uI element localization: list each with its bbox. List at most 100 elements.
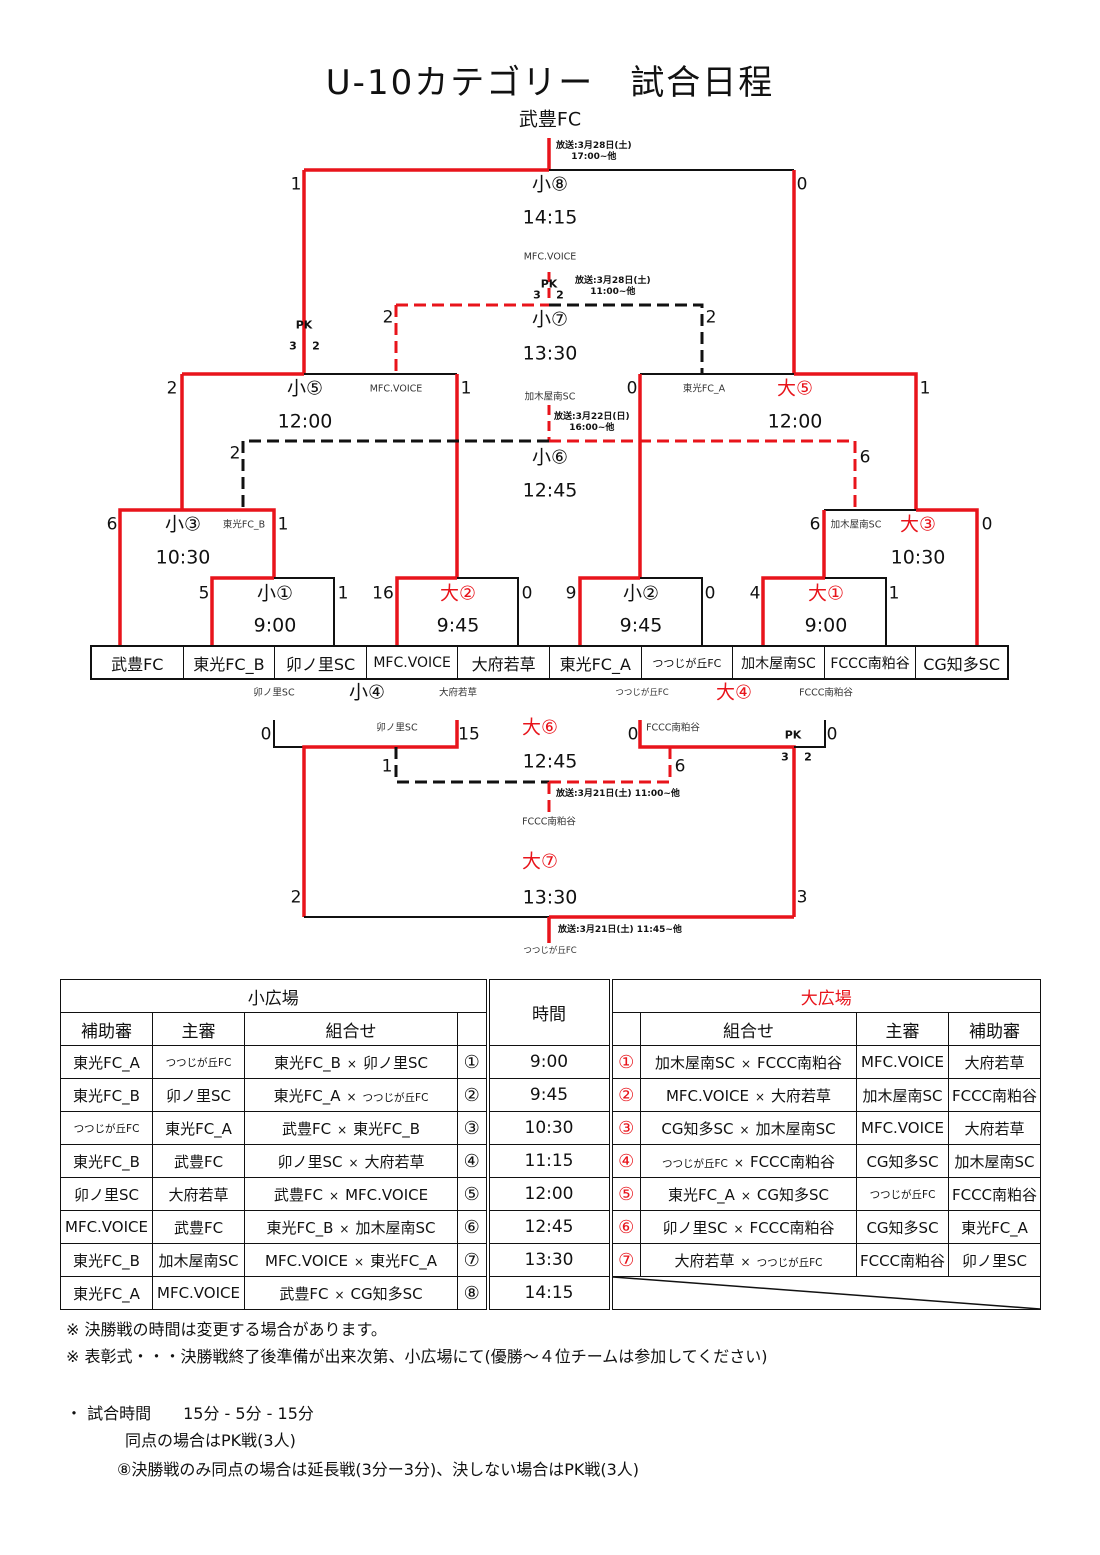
s6-time: 12:45 — [522, 479, 578, 502]
l3-score-right: 0 — [981, 514, 993, 535]
team-b: 加木屋南SC — [355, 1218, 436, 1237]
l2-match-label: 大② — [439, 582, 477, 605]
referee-cell: CG知多SC — [856, 1210, 949, 1244]
s4-team-left: 卯ノ里SC — [253, 687, 295, 699]
s8-time: 14:15 — [522, 206, 578, 229]
team-cell: 大府若草 — [458, 647, 550, 678]
l1-match-label: 大① — [807, 582, 845, 605]
team-b: 大府若草 — [771, 1086, 832, 1105]
vs-mark: × — [740, 1254, 751, 1269]
l4-pk-left: 3 — [781, 750, 789, 764]
referee-cell: 加木屋南SC — [152, 1243, 245, 1277]
broadcast-date: 放送:3月22日(日) — [554, 412, 630, 422]
vs-mark: × — [354, 1254, 365, 1269]
assist-cell: 東光FC_B — [60, 1078, 153, 1112]
l5-time: 12:00 — [767, 410, 823, 433]
s5-score-left: 2 — [166, 378, 178, 399]
s6-score-left: 2 — [229, 443, 241, 464]
team-b: FCCC南粕谷 — [757, 1053, 843, 1072]
line-l2-right — [457, 577, 519, 645]
referee-cell: MFC.VOICE — [152, 1276, 245, 1310]
team-cell: CG知多SC — [923, 654, 1001, 674]
s7-pk-right: 2 — [556, 288, 564, 302]
line-l3-right — [916, 508, 979, 645]
referee-header: 主審 — [152, 1012, 245, 1046]
team-a: MFC.VOICE — [265, 1251, 349, 1270]
match-number: ④ — [457, 1144, 488, 1178]
line-s6-left — [241, 439, 549, 510]
team-b: つつじが丘FC — [362, 1091, 429, 1104]
team-a: 武豊FC — [281, 1119, 332, 1138]
note: ・ 試合時間 15分 - 5分 - 15分 — [66, 1404, 314, 1423]
vs-mark: × — [339, 1221, 350, 1236]
line-l2-left — [395, 576, 457, 645]
assist-cell: 卯ノ里SC — [948, 1243, 1041, 1277]
match-number: ⑥ — [610, 1210, 641, 1244]
s3-score-right: 1 — [277, 514, 289, 535]
team-a: MFC.VOICE — [665, 1086, 749, 1105]
s3-score-left: 6 — [106, 514, 118, 535]
broadcast-time: 11:00~他 — [590, 287, 636, 298]
referee-cell: つつじが丘FC — [856, 1177, 949, 1211]
assist-cell: FCCC南粕谷 — [948, 1177, 1041, 1211]
l4-team-left: つつじが丘FC — [615, 687, 669, 698]
match-number: ⑦ — [457, 1243, 488, 1277]
number-header — [457, 1012, 488, 1046]
match-cell: MFC.VOICE×大府若草 — [640, 1078, 857, 1112]
match-number: ③ — [457, 1111, 488, 1145]
s7-score-right: 2 — [705, 307, 717, 328]
broadcast-time: 17:00~他 — [571, 152, 617, 163]
referee-cell: 武豊FC — [152, 1144, 245, 1178]
vs-mark: × — [346, 1089, 357, 1104]
l4-team-right: FCCC南粕谷 — [799, 687, 853, 699]
s3-time: 10:30 — [155, 546, 211, 569]
time-cell: 9:45 — [485, 1078, 613, 1112]
note: ※ 決勝戦の時間は変更する場合があります。 — [66, 1320, 387, 1339]
s5-match-label: 小⑤ — [286, 377, 324, 400]
referee-cell: FCCC南粕谷 — [856, 1243, 949, 1277]
s4-match-label: 小④ — [348, 681, 386, 704]
diagonal-line — [613, 1277, 1041, 1309]
broadcast-s7: 放送:3月28日(土)11:00~他 — [575, 276, 651, 299]
l5-loser: 東光FC_A — [682, 383, 726, 395]
line-s8-left — [302, 168, 549, 374]
referee-cell: 卯ノ里SC — [152, 1078, 245, 1112]
team-b: 大府若草 — [364, 1152, 425, 1171]
team-cell: FCCC南粕谷 — [825, 647, 917, 678]
s6-match-label: 小⑥ — [531, 446, 569, 469]
team-a: CG知多SC — [661, 1119, 734, 1138]
l5-score-right: 1 — [919, 378, 931, 399]
l7-score-right: 3 — [796, 887, 808, 908]
s4-score-left: 0 — [260, 724, 272, 745]
assist-cell: 東光FC_B — [60, 1243, 153, 1277]
s2-score-left: 9 — [565, 583, 577, 604]
l3-match-label: 大③ — [899, 513, 937, 536]
vs-mark: × — [346, 1056, 357, 1071]
assist-cell: 卯ノ里SC — [60, 1177, 153, 1211]
s4-score-right: 15 — [458, 724, 480, 745]
team-b: FCCC南粕谷 — [749, 1152, 835, 1171]
s5-score-right: 1 — [460, 378, 472, 399]
s4-winner: 卯ノ里SC — [376, 722, 418, 734]
s5-pk-left: 3 — [289, 339, 297, 353]
assist-cell: 東光FC_A — [60, 1276, 153, 1310]
team-a: 卯ノ里SC — [277, 1152, 343, 1171]
l4-pk-right: 2 — [804, 750, 812, 764]
s4-team-right: 大府若草 — [438, 687, 478, 699]
s6-score-right: 6 — [859, 447, 871, 468]
team-b: CG知多SC — [756, 1185, 830, 1204]
team-cell: 卯ノ里SC — [275, 647, 367, 678]
l4-pk: PK — [784, 728, 802, 742]
match-number: ② — [457, 1078, 488, 1112]
vs-mark: × — [334, 1287, 345, 1302]
line-s1-right — [274, 577, 335, 645]
referee-cell: CG知多SC — [856, 1144, 949, 1178]
assist-cell: FCCC南粕谷 — [948, 1078, 1041, 1112]
l3-loser: 加木屋南SC — [830, 519, 882, 531]
team-b: 東光FC_B — [353, 1119, 421, 1138]
s1-score-right: 1 — [337, 583, 349, 604]
vs-mark: × — [740, 1188, 751, 1203]
